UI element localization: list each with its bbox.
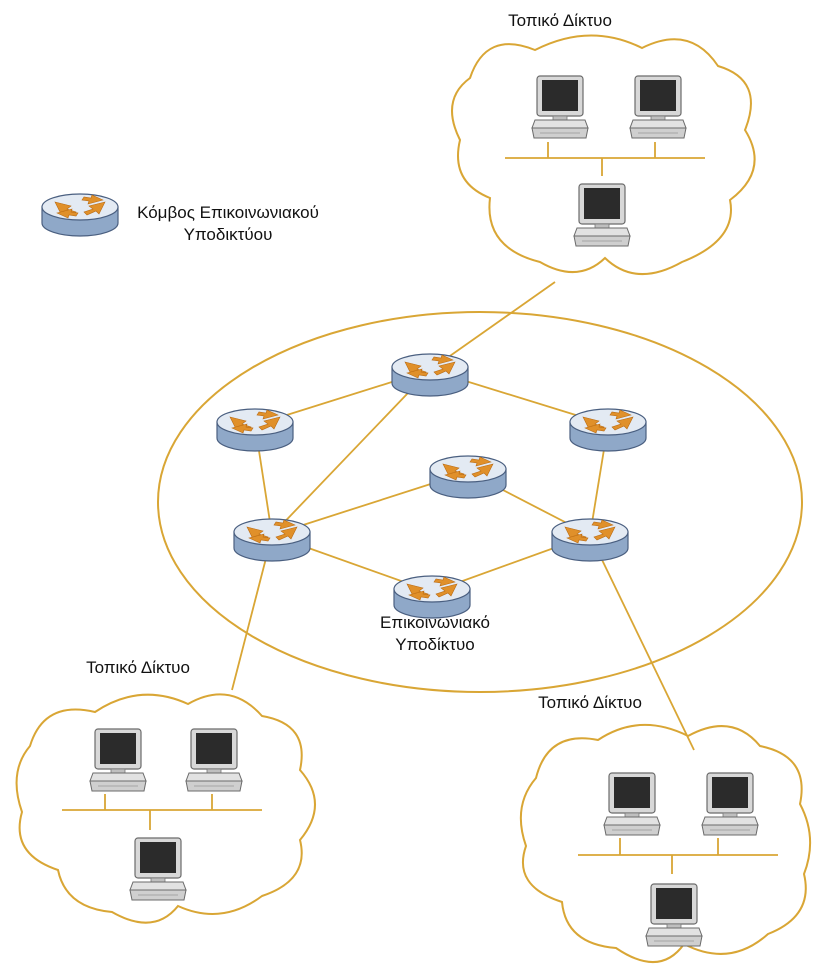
subnet-router-1 — [391, 353, 469, 397]
legend-label-line2: Υποδικτύου — [183, 225, 273, 244]
subnet-label-line2: Υποδίκτυο — [395, 635, 475, 654]
computer-icon — [89, 728, 147, 792]
legend-label-line1: Κόμβος Επικοινωνιακού — [137, 203, 319, 222]
computer-icon — [573, 183, 631, 247]
lan-left-bus — [62, 794, 262, 830]
router-icon — [41, 193, 119, 237]
subnet-label-line1: Επικοινωνιακό — [380, 613, 490, 632]
computer-icon — [603, 772, 661, 836]
legend-label: Κόμβος Επικοινωνιακού Υποδικτύου — [128, 202, 328, 246]
computer-icon — [129, 837, 187, 901]
link-r6-right-lan — [589, 534, 695, 751]
subnet-router-6 — [551, 518, 629, 562]
cloud-top — [451, 34, 756, 275]
computer-icon — [645, 883, 703, 947]
subnet-router-4 — [429, 455, 507, 499]
lan-right-bus — [578, 838, 778, 874]
subnet-router-5 — [233, 518, 311, 562]
computer-icon — [531, 75, 589, 139]
lan-top-bus — [505, 142, 705, 176]
computer-icon — [629, 75, 687, 139]
computer-icon — [701, 772, 759, 836]
lan-left-label: Τοπικό Δίκτυο — [86, 658, 190, 677]
cloud-left — [15, 693, 316, 924]
lan-right-label: Τοπικό Δίκτυο — [538, 693, 642, 712]
lan-top-label: Τοπικό Δίκτυο — [508, 11, 612, 30]
subnet-router-3 — [569, 408, 647, 452]
computer-icon — [185, 728, 243, 792]
link-r1-r5 — [271, 369, 431, 536]
cloud-right — [519, 724, 812, 963]
subnet-boundary — [157, 311, 803, 693]
subnet-label: Επικοινωνιακό Υποδίκτυο — [335, 612, 535, 656]
subnet-router-2 — [216, 408, 294, 452]
link-r1-top-lan — [429, 281, 556, 371]
